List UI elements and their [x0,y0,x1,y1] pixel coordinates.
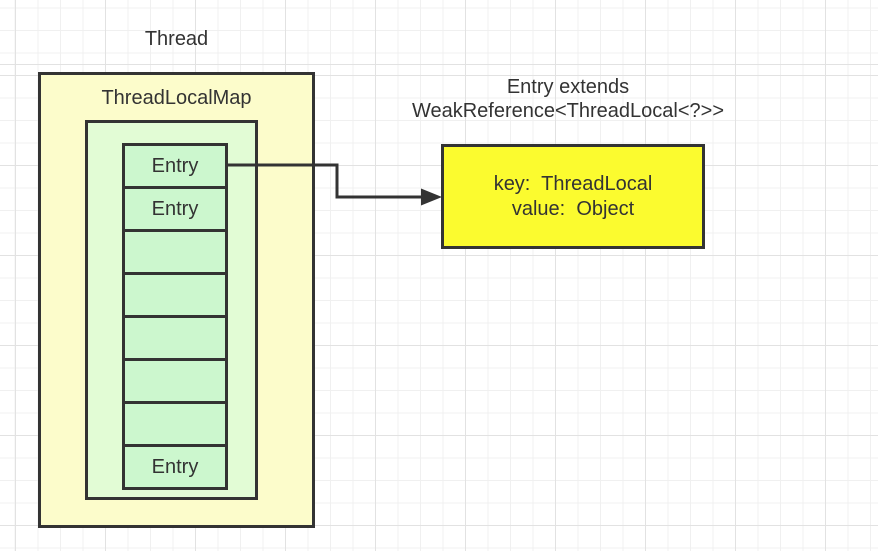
thread-title: Thread [144,28,209,50]
entry-cell-label: Entry [151,155,199,177]
entry-cell [122,272,228,318]
entry-detail-box: key: ThreadLocal value: Object [441,144,705,249]
caption-line-2: WeakReference<ThreadLocal<?>> [411,100,725,122]
entry-key-line: key: ThreadLocal [493,172,653,195]
entry-cell-label: Entry [151,198,199,220]
thread-box: ThreadLocalMap Entry Entry Entry [38,72,315,528]
entry-cell [122,358,228,404]
entry-cell-label: Entry [151,456,199,478]
threadlocalmap-label: ThreadLocalMap [101,87,252,109]
entry-value-line: value: Object [511,197,635,220]
entry-extends-caption: Entry extends WeakReference<ThreadLocal<… [398,75,738,123]
threadlocalmap-container: Entry Entry Entry [85,120,258,500]
entry-cell: Entry [122,143,228,189]
caption-line-1: Entry extends [506,76,630,98]
entry-cell [122,229,228,275]
entry-table: Entry Entry Entry [122,143,228,490]
arrow-head-icon [421,188,442,206]
entry-cell [122,401,228,447]
entry-cell [122,315,228,361]
entry-cell: Entry [122,444,228,490]
entry-cell: Entry [122,186,228,232]
